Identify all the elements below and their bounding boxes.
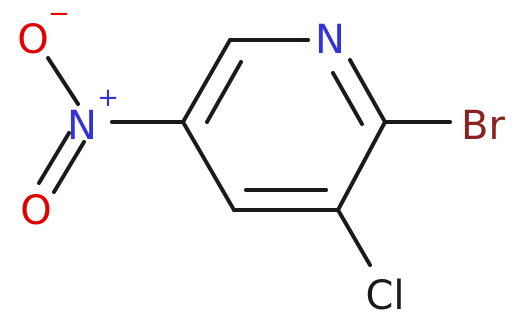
pyridine-ring	[181, 38, 387, 212]
ring-nitrogen-label: N	[315, 17, 345, 63]
bond-c2-c3	[336, 120, 387, 212]
bond-n-o-bottom-2	[37, 131, 71, 185]
oxygen-top-label: O	[17, 17, 48, 63]
substituent-bonds	[37, 56, 452, 267]
nitro-nitrogen-charge: +	[97, 83, 119, 113]
bromine-label: Br	[461, 103, 505, 149]
bond-c5-c6-inner	[205, 60, 243, 124]
bond-n-o-bottom-1	[52, 140, 86, 194]
nitro-nitrogen-label: N	[67, 103, 97, 149]
atom-labels: N Br Cl N + O − O	[17, 0, 505, 319]
bond-c5-c6	[181, 38, 232, 124]
chlorine-label: Cl	[365, 273, 404, 319]
bond-n1-c2	[348, 58, 387, 124]
bond-n-o-top	[46, 56, 80, 106]
bond-c4-c5	[181, 120, 236, 212]
oxygen-bottom-label: O	[20, 188, 51, 234]
oxygen-top-charge: −	[48, 0, 70, 29]
bond-n1-c2-inner	[331, 71, 364, 126]
bond-c3-cl	[336, 208, 372, 267]
